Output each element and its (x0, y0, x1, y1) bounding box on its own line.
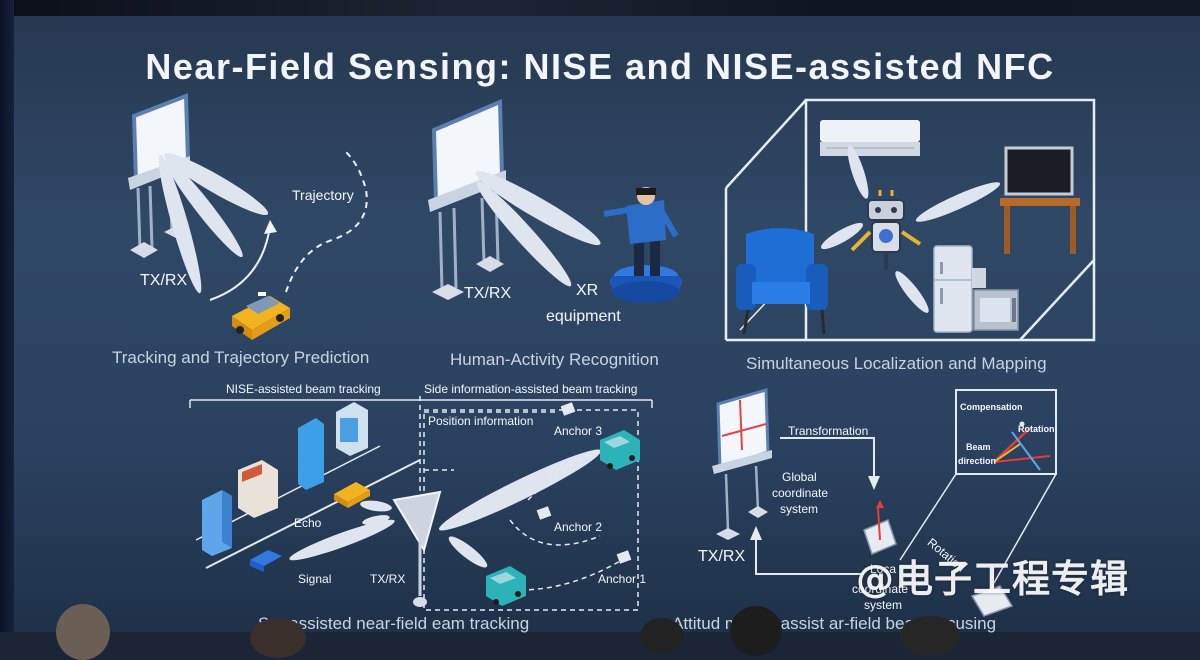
global-label-3: system (780, 502, 819, 516)
side-info-beam-tracking-header: Side information-assisted beam tracking (424, 382, 638, 396)
position-information-label: Position information (428, 414, 534, 428)
microwave-icon (973, 289, 1019, 331)
beam-lobe (438, 449, 602, 531)
tv-icon (1000, 146, 1080, 254)
audience-head (56, 604, 110, 660)
beam-lobe (895, 271, 929, 313)
beam-lobe (163, 153, 269, 215)
beam-lobe (821, 222, 863, 250)
left-screen-edge (0, 0, 14, 632)
beam-lobe (915, 182, 1001, 222)
beam-lobe (448, 536, 488, 568)
anchor-icon (560, 402, 576, 416)
device-icon (970, 585, 1014, 617)
teal-vehicle-icon (600, 430, 640, 470)
beam-tracking-caption: S g-assisted near-field eam tracking (258, 614, 530, 633)
echo-label: Echo (294, 516, 322, 530)
global-label-1: Global (782, 470, 817, 484)
beam-lobe (165, 158, 243, 258)
txrx-label: TX/RX (370, 572, 406, 586)
txrx-label: TX/RX (698, 548, 746, 565)
armchair-icon (736, 228, 828, 335)
trajectory-path (285, 151, 368, 293)
triangle-antenna-icon (392, 490, 442, 607)
anchor1-label: Anchor 1 (598, 572, 647, 586)
car-icon (250, 550, 282, 572)
compensation-label: Compensation (960, 402, 1023, 412)
beam-lobe (475, 170, 601, 246)
transformation-label: Transformation (788, 424, 869, 438)
teal-vehicle-icon (486, 566, 526, 606)
trajectory-label: Trajectory (292, 187, 354, 203)
txrx-label: TX/RX (464, 285, 512, 302)
slam-caption: Simultaneous Localization and Mapping (746, 354, 1047, 373)
local-label-3: system (864, 598, 903, 612)
local-label-1: Loca (870, 562, 897, 576)
equipment-label: equipment (546, 308, 621, 325)
taxi-icon (232, 292, 290, 340)
xr-label: XR (576, 282, 599, 299)
nise-beam-tracking-header: NISE-assisted beam tracking (226, 382, 381, 396)
slam-illustration (724, 98, 1096, 342)
top-ceiling-strip (0, 0, 1200, 16)
taxi-icon (334, 482, 370, 508)
audience-head (730, 606, 782, 656)
beam-lobe (847, 145, 869, 199)
device-icon (863, 500, 897, 556)
city-buildings-icon (202, 402, 368, 556)
beam-lobe (158, 154, 202, 294)
tracking-caption: Tracking and Trajectory Prediction (112, 348, 370, 367)
watermark: @电子工程专辑 (856, 557, 1130, 601)
txrx-label: TX/RX (140, 272, 188, 289)
slide-title: Near-Field Sensing: NISE and NISE-assist… (145, 46, 1055, 87)
rotation-axis (993, 427, 1031, 463)
anchor3-label: Anchor 3 (554, 424, 603, 438)
local-label-2: coordinate (852, 582, 909, 596)
audience-head (900, 616, 960, 656)
slide-illustrations (128, 93, 1096, 617)
air-conditioner-icon (820, 120, 920, 156)
refrigerator-icon (933, 245, 986, 333)
robot-icon (850, 190, 922, 270)
beam-label: Beam (966, 442, 991, 452)
anchor-icon (616, 550, 632, 564)
xr-user-icon (603, 187, 682, 303)
tracking-illustration (128, 93, 368, 340)
anchor-icon (536, 506, 552, 520)
anchor2-label: Anchor 2 (554, 520, 603, 534)
global-label-2: coordinate (772, 486, 829, 500)
attitude-illustration (712, 388, 1057, 617)
beam-lobe (476, 181, 572, 287)
audience-head (640, 618, 684, 654)
signal-label: Signal (298, 572, 332, 586)
har-caption: Human-Activity Recognition (450, 350, 659, 369)
beam-tracking-illustration (189, 396, 653, 611)
beam-lobe (289, 519, 395, 561)
rotation-label: Rotation (1018, 424, 1055, 434)
direction-label: direction (958, 456, 997, 466)
audience-head (250, 618, 306, 658)
har-illustration (428, 99, 682, 303)
